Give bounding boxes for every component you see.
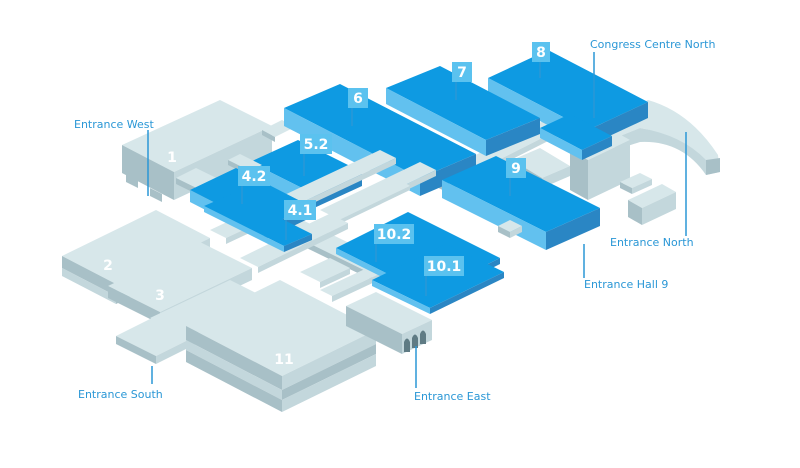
label-entrance-east[interactable]: Entrance East bbox=[414, 390, 491, 403]
label-hall-2: 2 bbox=[103, 258, 113, 274]
badge-hall-6[interactable]: 6 bbox=[348, 88, 368, 108]
label-hall-5-2: 5.2 bbox=[304, 137, 329, 153]
walkway-east bbox=[498, 220, 522, 238]
hall-badges: 8 7 6 5.2 4.2 4.1 9 10.2 bbox=[103, 42, 550, 368]
badge-hall-10-1[interactable]: 10.1 bbox=[424, 256, 464, 276]
label-hall-10-1: 10.1 bbox=[427, 259, 462, 275]
badge-hall-9[interactable]: 9 bbox=[506, 158, 526, 178]
label-hall-10-2: 10.2 bbox=[377, 227, 412, 243]
label-hall-1: 1 bbox=[167, 150, 177, 166]
label-hall-7: 7 bbox=[457, 65, 467, 81]
badge-hall-5-2[interactable]: 5.2 bbox=[300, 134, 332, 154]
label-entrance-west[interactable]: Entrance West bbox=[74, 118, 155, 131]
hall-11 bbox=[186, 280, 376, 412]
label-hall-9: 9 bbox=[511, 161, 521, 177]
label-entrance-north[interactable]: Entrance North bbox=[610, 236, 694, 249]
entrance-labels: Entrance West Entrance South Entrance Ea… bbox=[74, 38, 715, 403]
label-hall-3: 3 bbox=[155, 288, 165, 304]
badge-hall-7[interactable]: 7 bbox=[452, 62, 472, 82]
label-entrance-south[interactable]: Entrance South bbox=[78, 388, 163, 401]
hall-4-1[interactable] bbox=[204, 194, 312, 252]
hall-6[interactable] bbox=[284, 84, 476, 196]
label-hall-8: 8 bbox=[536, 45, 546, 61]
label-hall-6: 6 bbox=[353, 91, 363, 107]
hall-8-annex bbox=[540, 114, 612, 160]
label-congress-centre-north[interactable]: Congress Centre North bbox=[590, 38, 715, 51]
entrance-east-building bbox=[346, 292, 432, 354]
badge-hall-10-2[interactable]: 10.2 bbox=[374, 224, 414, 244]
label-hall-4-1: 4.1 bbox=[288, 203, 313, 219]
label-hall-11: 11 bbox=[274, 352, 293, 368]
label-hall-4-2: 4.2 bbox=[242, 169, 267, 185]
badge-hall-4-2[interactable]: 4.2 bbox=[238, 166, 270, 186]
hall-7[interactable] bbox=[386, 66, 540, 156]
label-entrance-hall-9[interactable]: Entrance Hall 9 bbox=[584, 278, 668, 291]
badge-hall-8[interactable]: 8 bbox=[532, 42, 550, 62]
badge-hall-4-1[interactable]: 4.1 bbox=[284, 200, 316, 220]
